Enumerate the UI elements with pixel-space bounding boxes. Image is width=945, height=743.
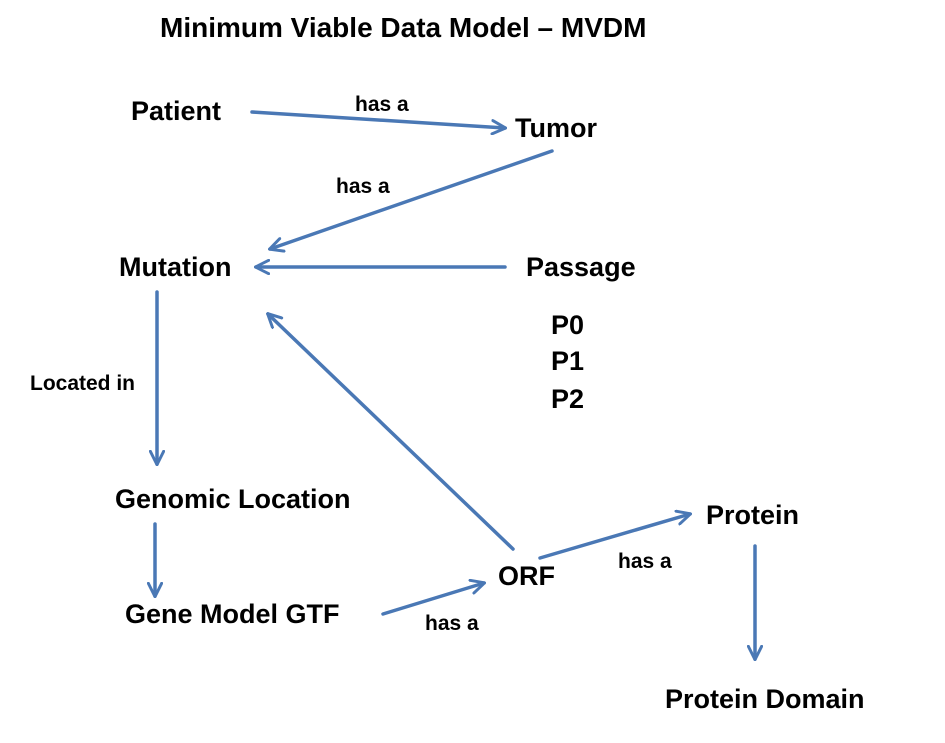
node-protein: Protein [706,500,800,530]
edge-label-gene-model-orf: has a [425,612,479,635]
node-orf: ORF [498,561,555,591]
node-patient: Patient [131,96,222,126]
edge-label-orf-protein: has a [618,550,672,573]
edge-orf-to-mutation [268,314,515,551]
page-title: Minimum Viable Data Model – MVDM [160,12,647,43]
edge-gene-model-to-orf [381,583,484,616]
edge-label-mutation-genomic-location: Located in [30,372,136,395]
node-genomic-location: Genomic Location [115,484,351,514]
edge-patient-to-tumor [250,110,505,128]
node-protein-domain: Protein Domain [665,684,865,714]
node-mutation: Mutation [119,252,232,282]
passage-value-p2: P2 [551,384,585,414]
passage-value-p1: P1 [551,346,585,376]
node-passage: Passage [526,252,636,282]
edge-label-tumor-mutation: has a [336,175,390,198]
edge-label-patient-tumor: has a [355,93,409,116]
passage-value-p0: P0 [551,310,585,340]
edge-orf-to-protein [538,514,690,560]
node-gene-model-gtf: Gene Model GTF [125,599,340,629]
node-tumor: Tumor [515,113,597,143]
edge-tumor-to-mutation [270,149,554,249]
